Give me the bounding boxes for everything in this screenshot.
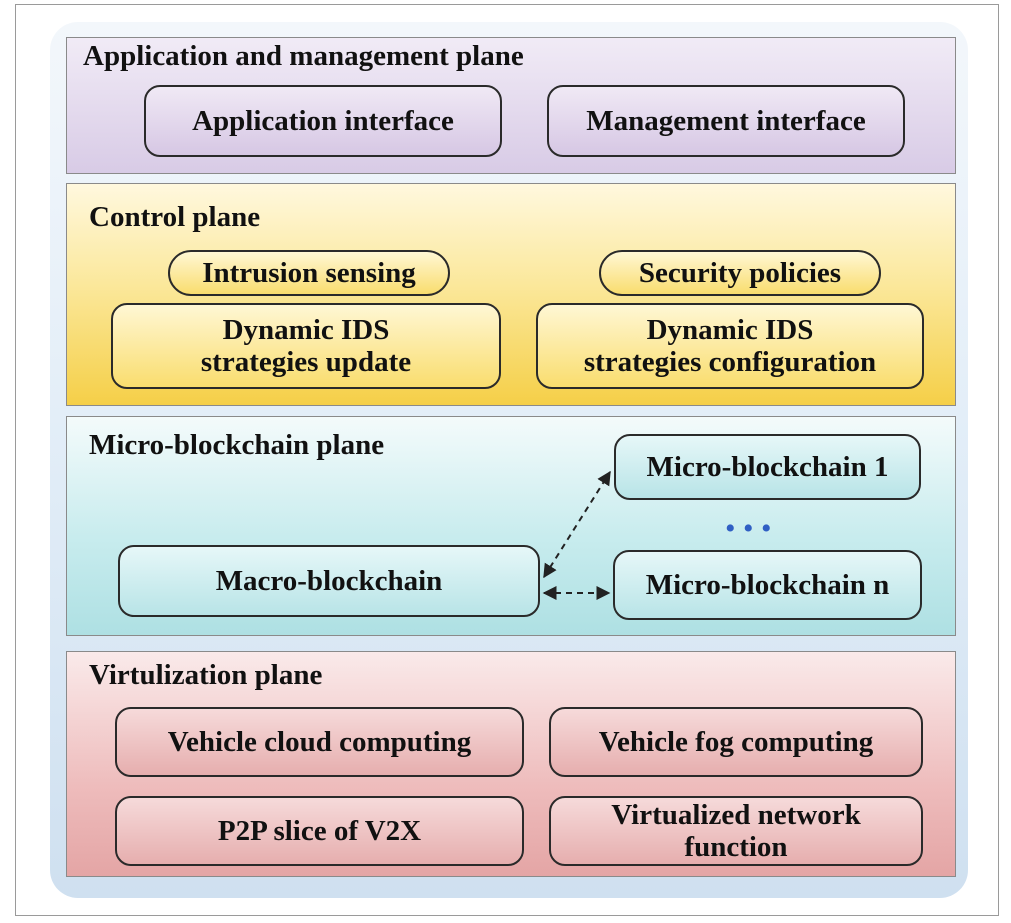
dynamic-ids-configuration-box: Dynamic IDS strategies configuration [536,303,924,389]
vnf-line-1: Virtualized network [611,798,861,831]
control-plane-title: Control plane [89,201,261,233]
config-line-1: Dynamic IDS [646,313,814,346]
update-line-1: Dynamic IDS [222,313,390,346]
application-plane-title: Application and management plane [83,40,524,72]
security-policies-box: Security policies [599,250,881,296]
p2p-slice-v2x-box: P2P slice of V2X [115,796,524,866]
micro-blockchain-plane: Micro-blockchain plane Macro-blockchain … [66,416,956,636]
update-line-2: strategies update [200,346,412,378]
management-interface-box: Management interface [547,85,905,157]
dynamic-ids-update-box: Dynamic IDS strategies update [111,303,501,389]
virtualized-network-function-box: Virtualized network function [549,796,923,866]
arrow-macro-to-micro-1 [543,470,611,579]
ellipsis-dots: • • • [725,512,772,545]
micro-blockchain-1-box: Micro-blockchain 1 [614,434,921,500]
micro-blockchain-n-box: Micro-blockchain n [613,550,922,620]
application-management-plane: Application and management plane Applica… [66,37,956,174]
vehicle-cloud-computing-box: Vehicle cloud computing [115,707,524,777]
config-line-2: strategies configuration [583,346,877,378]
vehicle-fog-computing-box: Vehicle fog computing [549,707,923,777]
application-interface-box: Application interface [144,85,502,157]
virtualization-plane-title: Virtulization plane [89,659,323,691]
macro-blockchain-box: Macro-blockchain [118,545,540,617]
control-plane: Control plane Intrusion sensing Security… [66,183,956,406]
micro-blockchain-plane-title: Micro-blockchain plane [89,429,385,461]
vnf-line-2: function [684,831,788,863]
intrusion-sensing-box: Intrusion sensing [168,250,450,296]
virtualization-plane: Virtulization plane Vehicle cloud comput… [66,651,956,877]
